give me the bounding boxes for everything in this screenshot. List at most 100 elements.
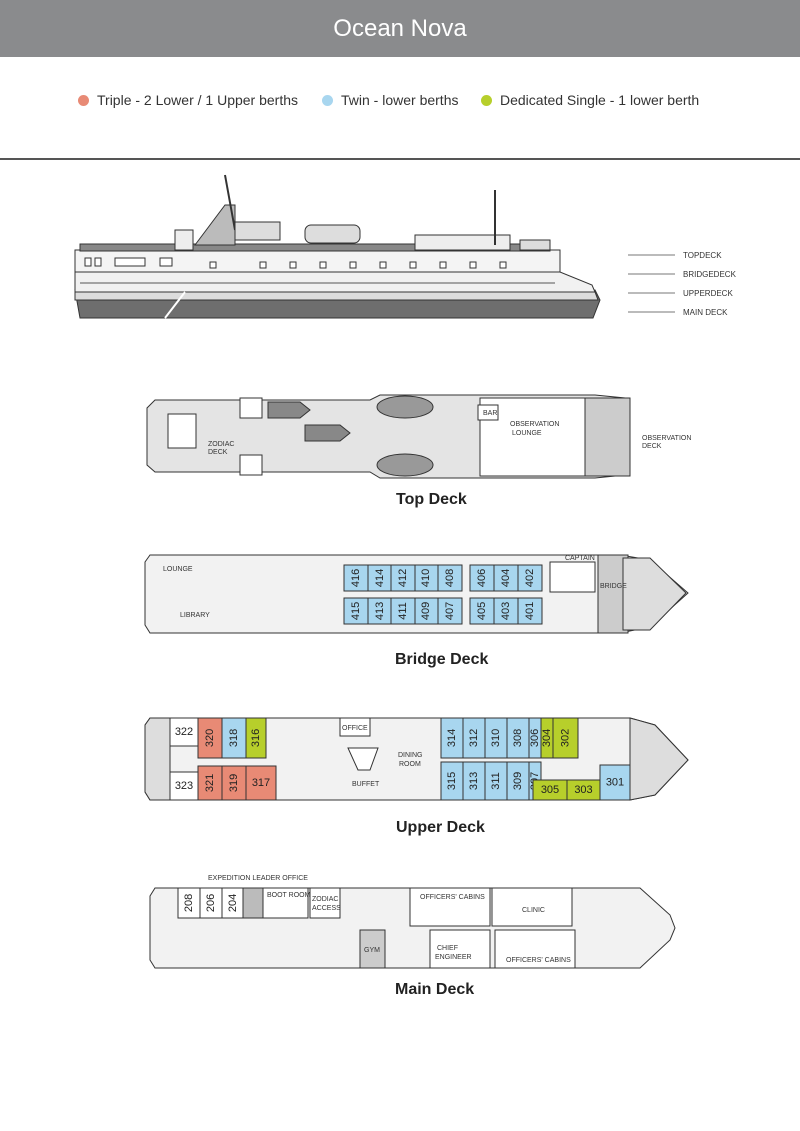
cabin-304: 304	[541, 729, 553, 747]
top-label-observation: OBSERVATION	[510, 421, 559, 428]
cabin-403: 403	[500, 602, 512, 620]
main-deck-plan	[149, 887, 676, 969]
cabin-404: 404	[500, 569, 512, 587]
cabin-306: 306	[529, 729, 541, 747]
bridge-deck-title: Bridge Deck	[395, 651, 488, 668]
top-label-zodiac: ZODIAC	[208, 441, 234, 448]
cabin-412: 412	[397, 569, 409, 587]
cabin-413: 413	[374, 602, 386, 620]
top-label-obs-deck-1: OBSERVATION	[642, 435, 691, 442]
legend-item-triple: Triple - 2 Lower / 1 Upper berths	[78, 92, 298, 108]
bridge-deck-plan	[144, 554, 689, 634]
bridge-label-lounge: LOUNGE	[163, 566, 193, 573]
single-dot-icon	[481, 94, 492, 106]
cabin-401: 401	[524, 602, 536, 620]
divider	[0, 158, 800, 160]
cabin-308: 308	[512, 729, 524, 747]
cabin-321-box	[197, 765, 223, 801]
cabin-402: 402	[524, 569, 536, 587]
top-deck-plan	[146, 394, 631, 479]
legend-label-twin: Twin - lower berths	[341, 92, 459, 108]
side-label-maindeck: MAIN DECK	[683, 308, 728, 317]
main-label-clinic: CLINIC	[522, 907, 545, 914]
cabin-321: 321	[204, 774, 216, 792]
cabin-314: 314	[446, 729, 458, 747]
side-label-bridgedeck: BRIDGEDECK	[683, 270, 737, 279]
main-label-chief: CHIEF	[437, 945, 458, 952]
cabin-312: 312	[468, 729, 480, 747]
bridge-cabins-bottom	[343, 597, 543, 625]
cabin-322-box	[169, 717, 199, 747]
cabin-405: 405	[476, 602, 488, 620]
cabin-317: 317	[252, 777, 270, 789]
cabin-406: 406	[476, 569, 488, 587]
main-label-zodiac: ZODIAC	[312, 896, 338, 903]
cabin-204: 204	[227, 894, 239, 912]
top-label-lounge: LOUNGE	[512, 430, 542, 437]
main-label-expedition-leader-office: EXPEDITION LEADER OFFICE	[208, 875, 308, 882]
bridge-label-bridge: BRIDGE	[600, 583, 627, 590]
legend-item-single: Dedicated Single - 1 lower berth	[481, 92, 699, 108]
cabin-323: 323	[175, 780, 193, 792]
cabin-301: 301	[606, 777, 624, 789]
cabin-319-box	[221, 765, 247, 801]
cabin-310: 310	[490, 729, 502, 747]
cabin-415: 415	[350, 602, 362, 620]
upper-label-room: ROOM	[399, 761, 421, 768]
cabin-303: 303	[574, 784, 592, 796]
legend: Triple - 2 Lower / 1 Upper berths Twin -…	[0, 92, 800, 112]
main-deck-cabins	[199, 888, 223, 918]
cabin-409: 409	[420, 602, 432, 620]
cabin-208: 208	[183, 894, 195, 912]
triple-dot-icon	[78, 94, 89, 106]
cabin-316-box	[245, 717, 267, 759]
cabin-305: 305	[541, 784, 559, 796]
upper-label-dining: DINING	[398, 752, 423, 759]
upper-label-buffet: BUFFET	[352, 781, 380, 788]
top-label-obs-deck-2: DECK	[642, 443, 662, 450]
side-label-topdeck: TOPDECK	[683, 251, 722, 260]
top-deck-title: Top Deck	[396, 491, 467, 508]
legend-item-twin: Twin - lower berths	[322, 92, 458, 108]
bridge-cabins-top	[343, 564, 543, 592]
upper-deck-title: Upper Deck	[396, 819, 485, 836]
main-label-engineer: ENGINEER	[435, 954, 472, 961]
cabin-313: 313	[468, 772, 480, 790]
bridge-label-library: LIBRARY	[180, 612, 210, 619]
cabin-408: 408	[444, 569, 456, 587]
cabin-315: 315	[446, 772, 458, 790]
cabin-302: 302	[560, 729, 572, 747]
side-profile-deck-labels: TOPDECK BRIDGEDECK UPPERDECK MAIN DECK	[628, 251, 737, 317]
page-title: Ocean Nova	[0, 0, 800, 57]
upper-label-office: OFFICE	[342, 725, 368, 732]
cabin-309: 309	[512, 772, 524, 790]
bridge-label-captain: CAPTAIN	[565, 555, 595, 562]
top-label-zodiac-deck: DECK	[208, 449, 228, 456]
cabin-410: 410	[420, 569, 432, 587]
top-label-bar: BAR	[483, 410, 497, 417]
main-deck-title: Main Deck	[395, 981, 474, 998]
legend-label-single: Dedicated Single - 1 lower berth	[500, 92, 700, 108]
cabin-301-box	[599, 764, 631, 801]
main-label-officers-cabins: OFFICERS' CABINS	[420, 894, 485, 901]
main-label-access: ACCESS	[312, 905, 341, 912]
cabin-416: 416	[350, 569, 362, 587]
cabin-206: 206	[205, 894, 217, 912]
twin-dot-icon	[322, 94, 333, 106]
cabin-311: 311	[490, 772, 502, 790]
cabin-318: 318	[228, 729, 240, 747]
cabin-302-box	[552, 717, 579, 759]
cabin-322: 322	[175, 726, 193, 738]
cabin-316: 316	[250, 729, 262, 747]
cabin-320: 320	[204, 729, 216, 747]
cabin-317-box	[245, 765, 277, 801]
main-label-boot-room: BOOT ROOM	[267, 892, 311, 899]
cabin-414: 414	[374, 569, 386, 587]
side-label-upperdeck: UPPERDECK	[683, 289, 733, 298]
legend-label-triple: Triple - 2 Lower / 1 Upper berths	[97, 92, 299, 108]
cabin-319: 319	[228, 774, 240, 792]
ship-side-profile	[74, 174, 601, 319]
cabin-411: 411	[397, 602, 409, 620]
main-label-officers-cabins-2: OFFICERS' CABINS	[506, 957, 571, 964]
